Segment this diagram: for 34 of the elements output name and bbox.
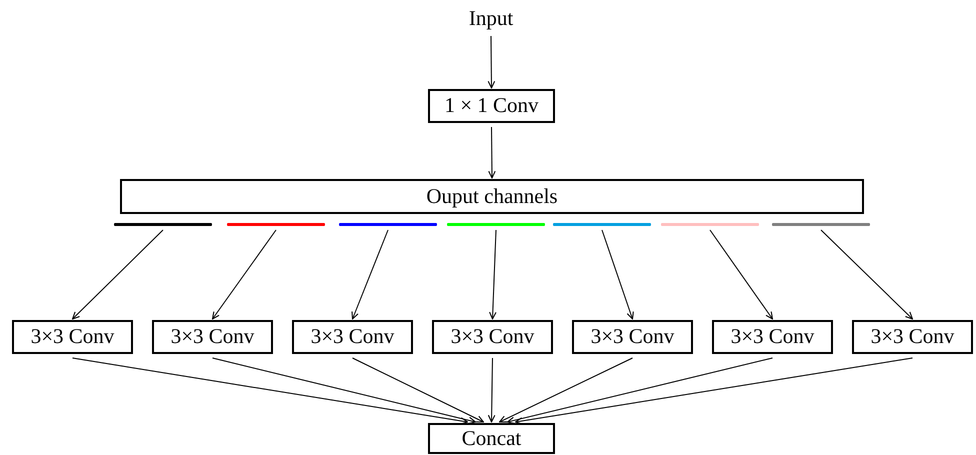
channel-bar: [772, 223, 870, 226]
channel-bar: [661, 223, 759, 226]
process-box: 3×3 Conv: [852, 320, 973, 354]
arrow: [212, 358, 476, 424]
arrow: [506, 358, 773, 424]
channel-bar: [447, 223, 545, 226]
process-box: 3×3 Conv: [432, 320, 553, 354]
channel-bar: [114, 223, 212, 226]
arrow: [352, 358, 484, 423]
input-label: Input: [441, 6, 541, 32]
process-box: 3×3 Conv: [572, 320, 693, 354]
arrow: [710, 230, 774, 320]
arrow: [72, 358, 468, 425]
process-box: Concat: [428, 423, 555, 454]
arrow: [488, 126, 496, 179]
arrow: [602, 230, 634, 320]
process-box: 3×3 Conv: [292, 320, 413, 354]
process-box: 3×3 Conv: [712, 320, 833, 354]
process-box: 3×3 Conv: [12, 320, 133, 354]
process-box: Ouput channels: [120, 179, 864, 214]
arrow: [72, 230, 164, 320]
channel-bar: [339, 223, 437, 226]
arrow: [488, 358, 496, 423]
arrow: [488, 36, 496, 89]
arrow: [212, 230, 276, 320]
arrow: [352, 230, 388, 320]
arrow: [514, 358, 913, 425]
arrow: [498, 358, 633, 423]
arrow: [489, 230, 496, 320]
arrow: [820, 230, 914, 320]
process-box: 1 × 1 Conv: [428, 89, 555, 123]
channel-bar: [227, 223, 325, 226]
process-box: 3×3 Conv: [152, 320, 273, 354]
channel-bar: [553, 223, 651, 226]
